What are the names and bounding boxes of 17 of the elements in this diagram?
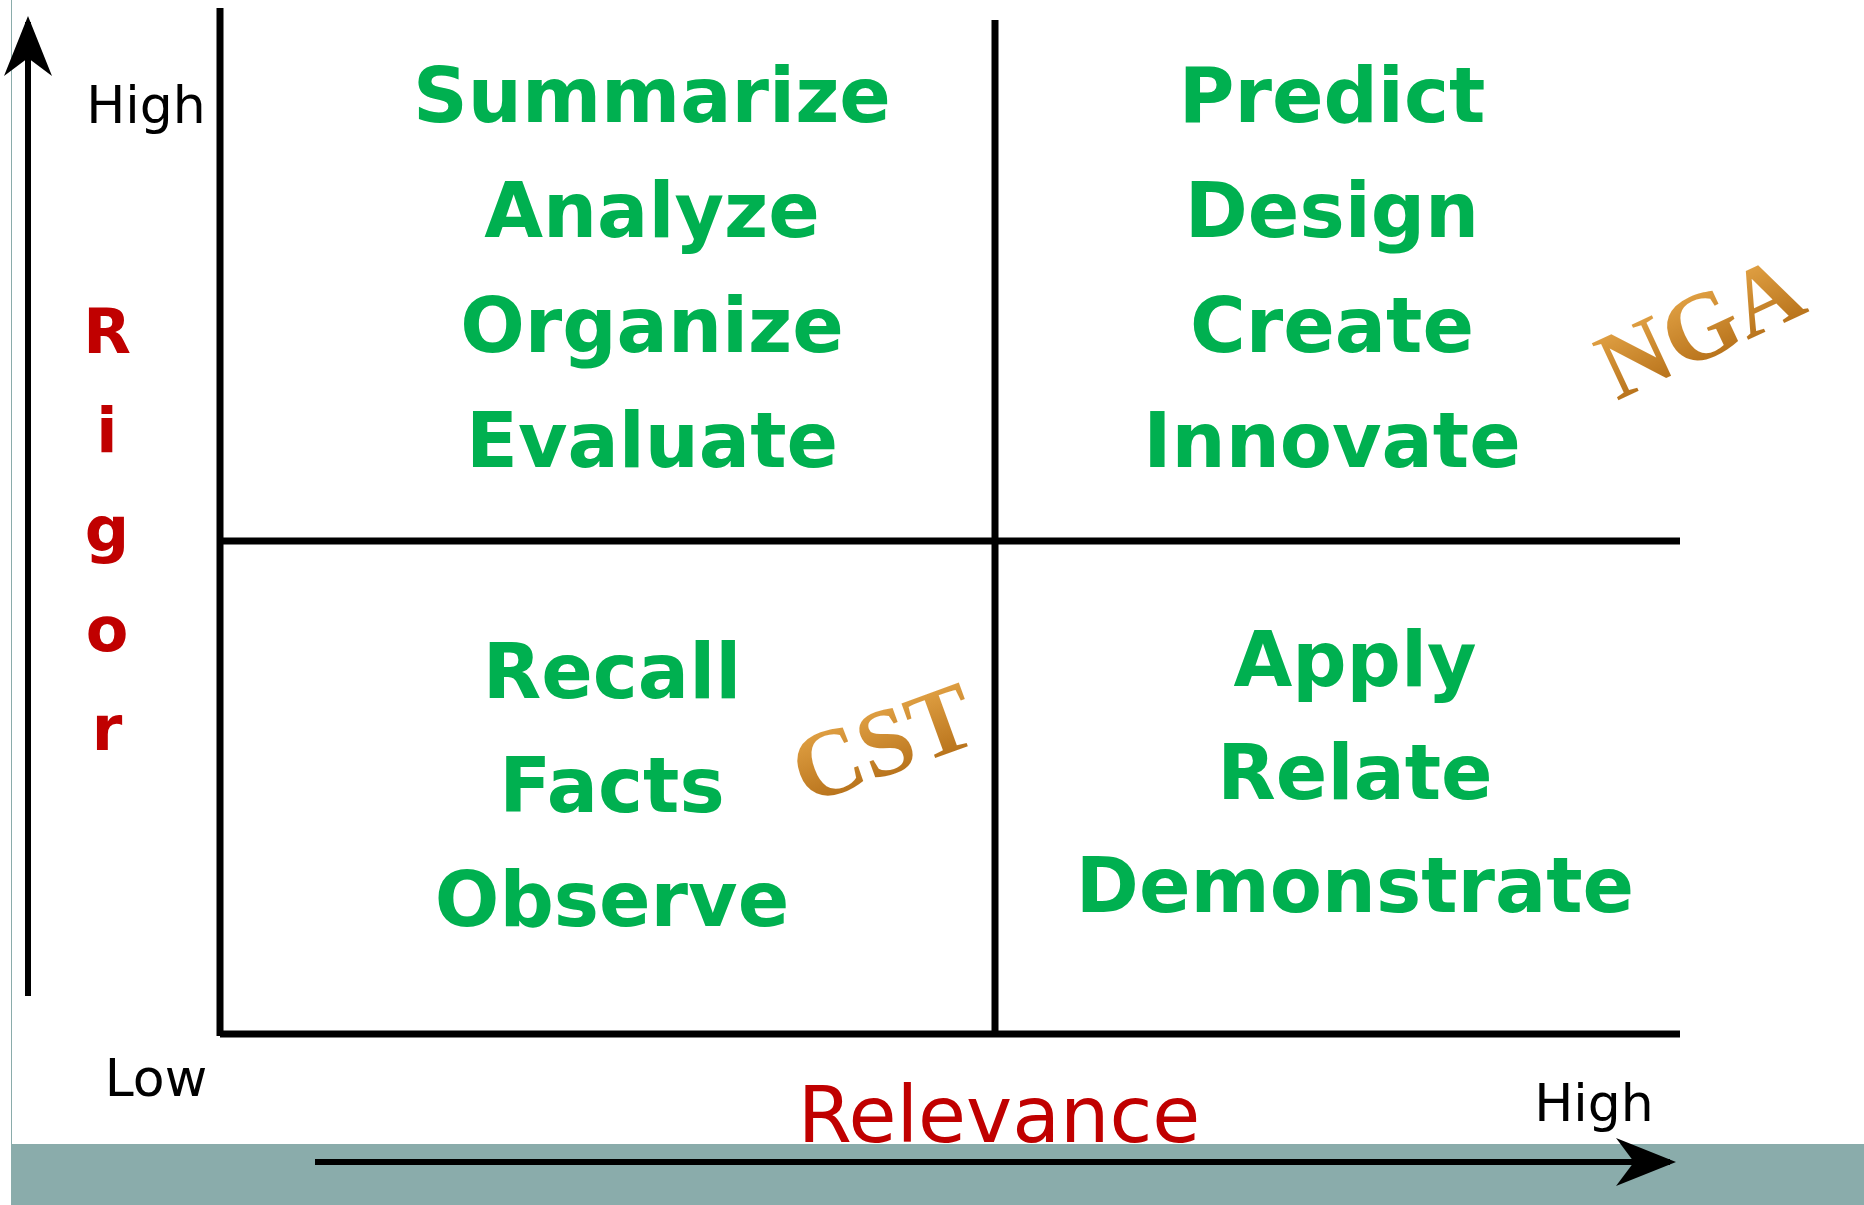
verb-text: Demonstrate <box>1075 840 1635 932</box>
verb-text: Relate <box>1217 727 1493 819</box>
verb-text: Innovate <box>1143 395 1521 487</box>
verb-text: Organize <box>460 280 844 372</box>
verb-text: Evaluate <box>465 395 838 487</box>
verb-text: Summarize <box>413 50 891 142</box>
verb-text: Design <box>1184 165 1480 257</box>
verb-text: Observe <box>434 854 790 946</box>
axis-label: Low <box>104 1052 208 1104</box>
axis-title: Rigor <box>82 294 132 767</box>
verb-text: Predict <box>1178 50 1486 142</box>
verb-text: Create <box>1190 280 1474 372</box>
verb-text: Facts <box>499 740 725 832</box>
axis-title: Relevance <box>797 1076 1201 1154</box>
verb-text: Apply <box>1233 614 1477 706</box>
verb-text: Analyze <box>484 165 820 257</box>
verb-text: Recall <box>482 626 742 718</box>
